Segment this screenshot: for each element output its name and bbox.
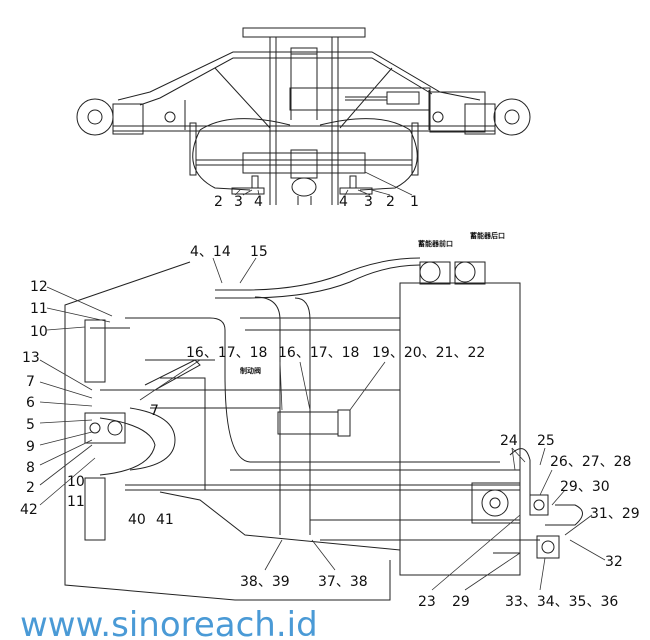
callout: 29 — [452, 594, 470, 610]
callout: 3 — [234, 194, 243, 210]
callout: 2 — [214, 194, 223, 210]
callout: 6 — [26, 395, 35, 411]
callout: 25 — [537, 433, 555, 449]
callout: 23 — [418, 594, 436, 610]
accumulator-rear-label: 蓄能器后口 — [470, 231, 505, 240]
lower-frame — [64, 257, 583, 601]
callout: 31、29 — [590, 506, 640, 522]
callout: 41 — [156, 512, 174, 528]
watermark: www.sinoreach.id — [20, 605, 318, 640]
callout: 7 — [26, 374, 35, 390]
callout: 2 — [386, 194, 395, 210]
callout: 16、17、18 — [278, 345, 359, 361]
lower-callouts: 4、14 15 12 11 10 13 7 6 5 9 8 2 42 10 11… — [20, 231, 640, 610]
callout: 11 — [67, 494, 85, 510]
callout: 29、30 — [560, 479, 610, 495]
callout: 4、14 — [190, 244, 231, 260]
callout: 10 — [67, 474, 85, 490]
callout: 38、39 — [240, 574, 290, 590]
callout: 8 — [26, 460, 35, 476]
callout: 7 — [150, 403, 159, 419]
callout: 42 — [20, 502, 38, 518]
callout: 11 — [30, 301, 48, 317]
callout: 9 — [26, 439, 35, 455]
callout: 32 — [605, 554, 623, 570]
callout: 15 — [250, 244, 268, 260]
accumulator-front-label: 蓄能器前口 — [418, 239, 453, 248]
top-callouts: 2 3 4 4 3 2 1 — [214, 194, 419, 210]
callout: 4 — [339, 194, 348, 210]
callout: 16、17、18 — [186, 345, 267, 361]
callout: 40 — [128, 512, 146, 528]
top-leader-lines — [234, 171, 413, 196]
lower-leader-lines — [39, 257, 606, 591]
callout: 3 — [364, 194, 373, 210]
callout: 12 — [30, 279, 48, 295]
callout: 33、34、35、36 — [505, 594, 618, 610]
callout: 13 — [22, 350, 40, 366]
axle-assembly — [76, 27, 531, 205]
callout: 10 — [30, 324, 48, 340]
callout: 2 — [26, 480, 35, 496]
callout: 26、27、28 — [550, 454, 631, 470]
callout: 24 — [500, 433, 518, 449]
brake-valve-label: 制动阀 — [240, 366, 261, 375]
callout: 5 — [26, 417, 35, 433]
callout: 37、38 — [318, 574, 368, 590]
callout: 1 — [410, 194, 419, 210]
callout: 19、20、21、22 — [372, 345, 485, 361]
callout: 4 — [254, 194, 263, 210]
